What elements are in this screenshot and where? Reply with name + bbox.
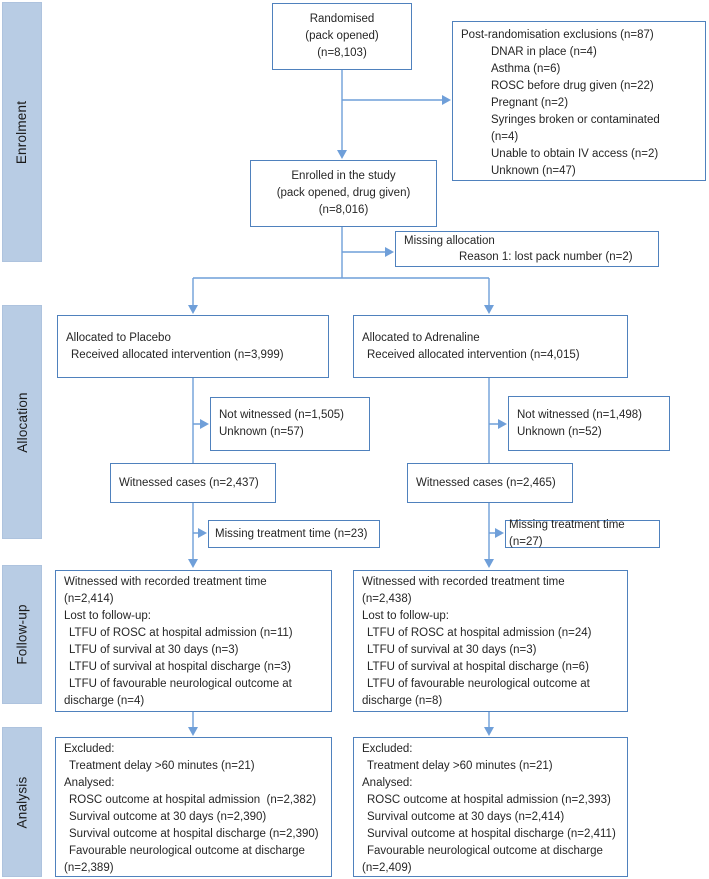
box-allocated-placebo: Allocated to Placebo Received allocated … xyxy=(57,315,329,378)
randomised-line: (pack opened) xyxy=(305,30,379,42)
allocated-placebo-line: Received allocated intervention (n=3,999… xyxy=(71,348,284,361)
stage-followup-label: Follow-up xyxy=(14,604,30,665)
randomised-line: Randomised xyxy=(309,13,375,25)
allocated-placebo-line: Allocated to Placebo xyxy=(66,331,171,344)
enrolled-line: (pack opened, drug given) xyxy=(276,187,411,199)
box-missing-time-adrenaline: Missing treatment time (n=27) xyxy=(505,519,660,548)
box-witnessed-adrenaline: Witnessed cases (n=2,465) xyxy=(407,463,573,503)
analysis-placebo-line: Survival outcome at 30 days (n=2,390) xyxy=(69,811,267,823)
followup-adrenaline-line: Witnessed with recorded treatment time xyxy=(362,576,565,588)
exclusion-item: (n=4) xyxy=(491,131,519,143)
missing-time-adrenaline-label: Missing treatment time (n=27) xyxy=(509,519,628,548)
followup-adrenaline-line: discharge (n=8) xyxy=(362,695,443,707)
box-followup-adrenaline: Witnessed with recorded treatment time (… xyxy=(353,570,628,712)
enrolled-line: (n=8,016) xyxy=(318,204,369,216)
randomised-line: (n=8,103) xyxy=(317,47,367,59)
followup-adrenaline-line: LTFU of favourable neurological outcome … xyxy=(367,678,590,690)
followup-placebo-line: Witnessed with recorded treatment time xyxy=(64,576,267,588)
box-missing-time-placebo: Missing treatment time (n=23) xyxy=(208,520,380,548)
followup-adrenaline-line: LTFU of ROSC at hospital admission (n=24… xyxy=(367,627,592,639)
missing-allocation-line: Missing allocation xyxy=(404,235,495,247)
followup-placebo-line: LTFU of survival at 30 days (n=3) xyxy=(69,644,239,656)
exclusion-item: Unable to obtain IV access (n=2) xyxy=(491,148,659,160)
exclusion-item: ROSC before drug given (n=22) xyxy=(491,80,654,92)
exclusion-item: Syringes broken or contaminated xyxy=(491,114,660,126)
followup-placebo-line: LTFU of ROSC at hospital admission (n=11… xyxy=(69,627,293,639)
exclusion-item: DNAR in place (n=4) xyxy=(491,46,597,58)
analysis-adrenaline-line: Survival outcome at 30 days (n=2,414) xyxy=(367,811,565,823)
followup-placebo-line: (n=2,414) xyxy=(64,593,114,605)
analysis-adrenaline-line: Excluded: xyxy=(362,743,413,755)
enrolled-line: Enrolled in the study xyxy=(291,170,396,182)
exclusions-title: Post-randomisation exclusions (n=87) xyxy=(461,29,654,41)
missing-time-placebo-label: Missing treatment time (n=23) xyxy=(215,527,368,540)
stage-allocation-label: Allocation xyxy=(14,391,30,453)
box-randomised: Randomised (pack opened) (n=8,103) xyxy=(272,3,412,70)
box-enrolled: Enrolled in the study (pack opened, drug… xyxy=(250,160,437,227)
exclusion-item: Pregnant (n=2) xyxy=(491,97,569,109)
stage-analysis-label: Analysis xyxy=(14,776,30,828)
analysis-adrenaline-line: Treatment delay >60 minutes (n=21) xyxy=(367,760,553,772)
box-not-witnessed-placebo: Not witnessed (n=1,505) Unknown (n=57) xyxy=(210,397,370,451)
allocated-adrenaline-line: Received allocated intervention (n=4,015… xyxy=(367,348,580,361)
box-missing-allocation: Missing allocation Reason 1: lost pack n… xyxy=(395,231,659,267)
analysis-adrenaline-line: Favourable neurological outcome at disch… xyxy=(367,845,603,857)
not-witnessed-adrenaline-line: Not witnessed (n=1,498) xyxy=(517,408,642,421)
followup-adrenaline-line: LTFU of survival at 30 days (n=3) xyxy=(367,644,537,656)
box-analysis-placebo: Excluded: Treatment delay >60 minutes (n… xyxy=(55,737,332,877)
followup-adrenaline-line: Lost to follow-up: xyxy=(362,610,449,622)
analysis-placebo-line: (n=2,389) xyxy=(64,862,114,874)
followup-placebo-line: Lost to follow-up: xyxy=(64,610,151,622)
witnessed-adrenaline-label: Witnessed cases (n=2,465) xyxy=(416,476,556,489)
not-witnessed-adrenaline-line: Unknown (n=52) xyxy=(517,425,602,438)
exclusion-item: Asthma (n=6) xyxy=(491,63,561,75)
allocated-adrenaline-line: Allocated to Adrenaline xyxy=(362,331,480,344)
box-not-witnessed-adrenaline: Not witnessed (n=1,498) Unknown (n=52) xyxy=(508,396,670,451)
followup-adrenaline-line: LTFU of survival at hospital discharge (… xyxy=(367,661,589,673)
stage-enrolment: Enrolment xyxy=(2,2,42,262)
exclusion-item: Unknown (n=47) xyxy=(491,165,576,177)
stage-enrolment-label: Enrolment xyxy=(14,100,30,164)
box-post-randomisation-exclusions: Post-randomisation exclusions (n=87) DNA… xyxy=(452,21,706,181)
stage-allocation: Allocation xyxy=(2,305,42,539)
analysis-placebo-line: Survival outcome at hospital discharge (… xyxy=(69,828,319,840)
stage-followup: Follow-up xyxy=(2,565,42,704)
analysis-adrenaline-line: Survival outcome at hospital discharge (… xyxy=(367,828,616,840)
analysis-placebo-line: Excluded: xyxy=(64,743,115,755)
analysis-placebo-line: Treatment delay >60 minutes (n=21) xyxy=(69,760,255,772)
box-witnessed-placebo: Witnessed cases (n=2,437) xyxy=(110,463,276,503)
missing-allocation-reason: Reason 1: lost pack number (n=2) xyxy=(459,251,633,263)
analysis-placebo-line: ROSC outcome at hospital admission (n=2,… xyxy=(69,794,317,806)
analysis-adrenaline-line: Analysed: xyxy=(362,777,413,789)
analysis-adrenaline-line: (n=2,409) xyxy=(362,862,412,874)
witnessed-placebo-label: Witnessed cases (n=2,437) xyxy=(119,476,259,489)
followup-placebo-line: LTFU of favourable neurological outcome … xyxy=(69,678,292,690)
analysis-adrenaline-line: ROSC outcome at hospital admission (n=2,… xyxy=(367,794,611,806)
not-witnessed-placebo-line: Not witnessed (n=1,505) xyxy=(219,409,344,421)
stage-analysis: Analysis xyxy=(2,727,42,877)
box-analysis-adrenaline: Excluded: Treatment delay >60 minutes (n… xyxy=(353,737,628,877)
analysis-placebo-line: Analysed: xyxy=(64,777,115,789)
box-allocated-adrenaline: Allocated to Adrenaline Received allocat… xyxy=(353,315,628,378)
followup-placebo-line: LTFU of survival at hospital discharge (… xyxy=(69,661,291,673)
analysis-placebo-line: Favourable neurological outcome at disch… xyxy=(69,845,305,857)
followup-placebo-line: discharge (n=4) xyxy=(64,695,145,707)
not-witnessed-placebo-line: Unknown (n=57) xyxy=(219,426,304,438)
followup-adrenaline-line: (n=2,438) xyxy=(362,593,412,605)
box-followup-placebo: Witnessed with recorded treatment time (… xyxy=(55,570,332,712)
